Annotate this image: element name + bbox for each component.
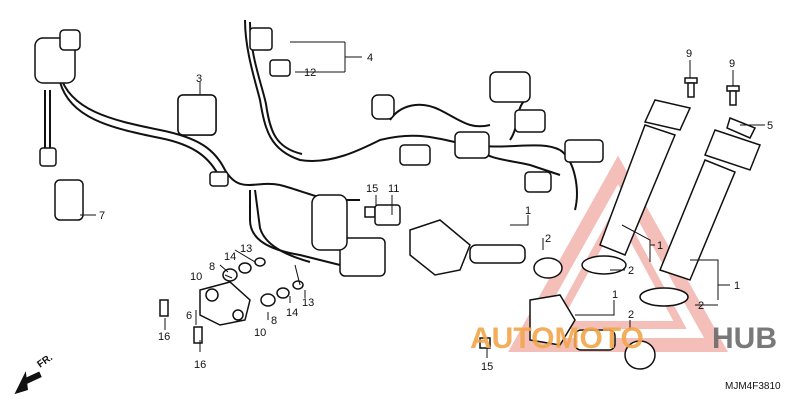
ignition-coil-lower — [529, 294, 656, 370]
callout-8a: 8 — [209, 261, 215, 273]
callout-10b: 10 — [254, 327, 266, 339]
callout-5: 5 — [767, 120, 773, 132]
front-direction-arrow: FR. — [14, 352, 55, 395]
callout-1-center: 1 — [525, 205, 531, 217]
washers-bolts-left — [159, 206, 491, 349]
callout-16a: 16 — [158, 331, 170, 343]
callout-14b: 14 — [286, 307, 298, 319]
callout-2-lower: 2 — [628, 309, 634, 321]
wire-harness — [44, 19, 578, 266]
callout-2-center: 2 — [545, 233, 551, 245]
callout-4: 4 — [367, 52, 373, 64]
callout-10a: 10 — [190, 271, 202, 283]
callout-7: 7 — [99, 210, 105, 222]
harness-connectors — [34, 27, 604, 277]
callout-2-coilA: 2 — [628, 265, 634, 277]
direction-label: FR. — [35, 352, 55, 370]
callout-1-coilB: 1 — [734, 280, 740, 292]
callout-14a: 14 — [224, 251, 236, 263]
callout-1-lower: 1 — [612, 289, 618, 301]
callout-9b: 9 — [729, 58, 735, 70]
sensor-bracket-6 — [199, 281, 251, 326]
callout-16b: 16 — [194, 359, 206, 371]
callout-13b: 13 — [302, 297, 314, 309]
callout-13a: 13 — [240, 243, 252, 255]
diagram-code: MJM4F3810 — [725, 381, 781, 392]
bolts-9 — [684, 77, 740, 106]
callout-8b: 8 — [271, 315, 277, 327]
callout-15a: 15 — [366, 183, 378, 195]
watermark-automoto: AUTOMOTO — [470, 322, 644, 355]
callout-3: 3 — [196, 73, 202, 85]
leader-lines — [80, 41, 765, 358]
watermark-hub: HUB — [712, 322, 777, 355]
callout-6: 6 — [186, 310, 192, 322]
callout-1-coilA: 1 — [657, 240, 663, 252]
callout-11: 11 — [388, 183, 399, 195]
callout-2-coilB: 2 — [698, 300, 704, 312]
callout-labels: 3 4 12 7 9 9 5 1 2 1 2 1 2 1 2 15 11 13 … — [99, 48, 773, 373]
watermark-text: AUTOMOTO HUB — [470, 322, 777, 355]
callout-9a: 9 — [686, 48, 692, 60]
callout-15b: 15 — [481, 361, 493, 373]
sensor-3 — [177, 94, 217, 136]
callout-12: 12 — [304, 67, 316, 79]
ignition-coils-right — [581, 99, 761, 307]
ignition-coil-center — [374, 204, 563, 279]
